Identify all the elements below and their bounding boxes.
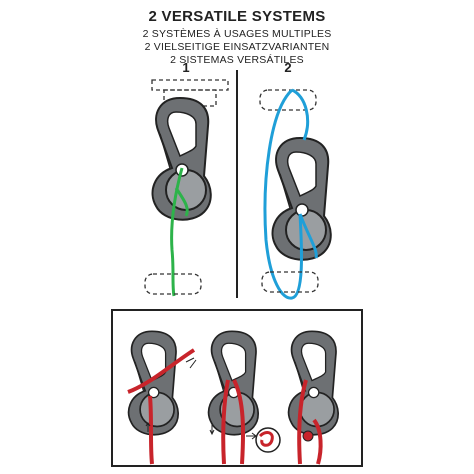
carabiner-clip	[287, 330, 340, 436]
steps-panel-frame	[111, 309, 363, 467]
arrow-mark	[145, 422, 151, 432]
red-cord	[312, 418, 323, 465]
system-2-number: 2	[284, 60, 291, 75]
subtitle-german: 2 VIELSEITIGE EINSATZVARIANTEN	[144, 41, 330, 53]
subtitle-spanish: 2 SISTEMAS VERSÁTILES	[170, 54, 304, 66]
arrow-mark	[185, 357, 197, 369]
anchor-beam-dashed	[151, 79, 229, 91]
green-cord-loop	[174, 187, 189, 217]
blue-cord-tail	[298, 213, 318, 259]
system-1-number: 1	[182, 60, 189, 75]
red-cord	[221, 379, 230, 465]
green-cord	[170, 167, 184, 297]
carabiner-clip	[151, 97, 212, 221]
knot-detail	[258, 431, 274, 447]
knot	[302, 430, 314, 442]
step-1	[127, 330, 197, 465]
red-cord	[127, 348, 196, 394]
subtitle-french: 2 SYSTÈMES À USAGES MULTIPLES	[142, 28, 332, 40]
step-3	[287, 330, 340, 465]
step-2	[207, 330, 281, 465]
system-1: 1	[144, 60, 229, 297]
arrow-mark	[246, 432, 257, 440]
red-cord	[297, 379, 308, 465]
system-2: 2	[259, 60, 332, 300]
page-title: 2 VERSATILE SYSTEMS	[148, 8, 326, 25]
red-cord	[148, 395, 154, 465]
blue-cord-loop	[291, 88, 309, 141]
carabiner-clip	[127, 330, 180, 436]
anchor-bottom-dashed	[261, 271, 319, 293]
red-cord	[232, 379, 246, 465]
arrow-mark	[209, 424, 215, 436]
